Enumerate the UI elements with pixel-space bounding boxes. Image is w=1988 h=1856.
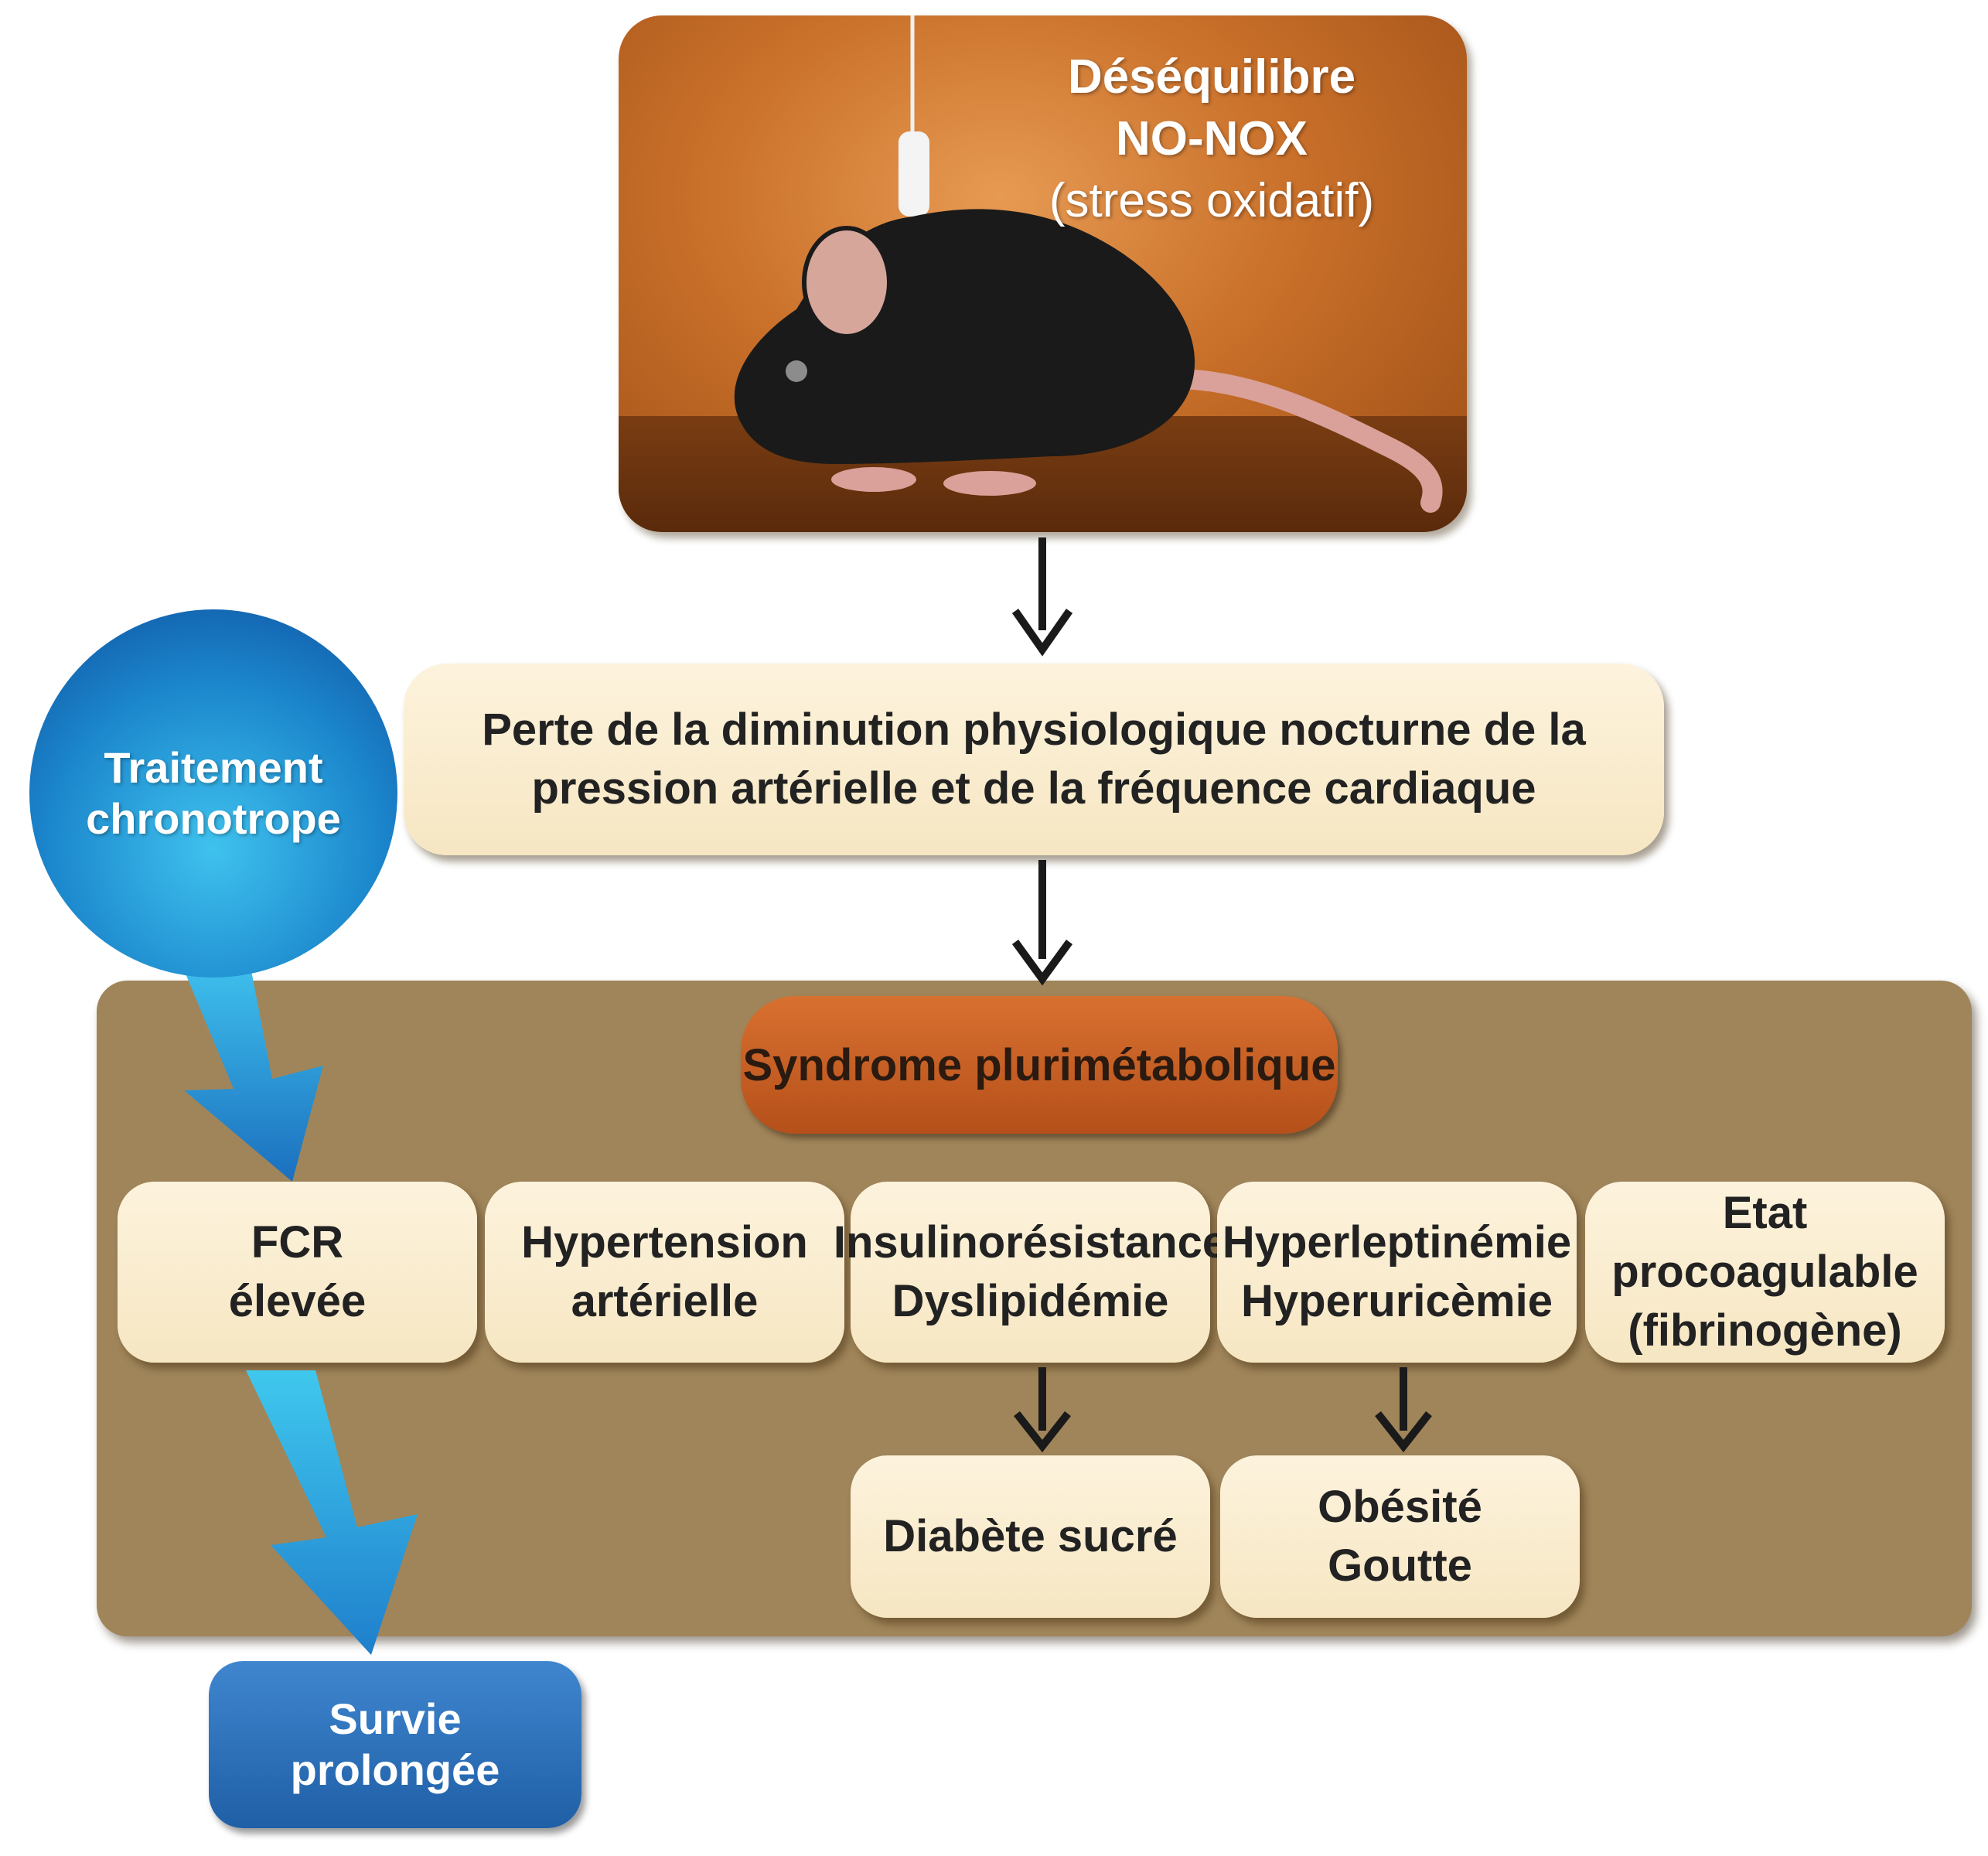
mouse-ear	[802, 226, 892, 339]
component-hyperleptinemia-line1: Hyperleptinémie	[1222, 1217, 1572, 1267]
component-box-procoagulable: Etat procoagulable (fibrinogène)	[1585, 1182, 1945, 1363]
outcome-obesity-line1: Obésité	[1318, 1482, 1482, 1532]
component-procoagulable-line2: procoagulable	[1611, 1247, 1918, 1297]
chronotrope-treatment-circle: Traitement chronotrope	[29, 609, 397, 977]
survival-line1: Survie	[329, 1694, 462, 1743]
outcome-box-diabetes: Diabète sucré	[851, 1455, 1210, 1618]
component-box-insulin: Insulinorésistance Dyslipidémie	[834, 1182, 1227, 1363]
component-fcr-line2: élevée	[228, 1276, 367, 1326]
syndrome-label: Syndrome plurimétabolique	[742, 1039, 1336, 1090]
mouse-tail	[1165, 369, 1443, 513]
component-fcr-line1: FCR	[251, 1217, 344, 1267]
loss-dipping-line1: Perte de la diminution physiologique noc…	[482, 705, 1586, 755]
survival-line2: prolongée	[290, 1745, 500, 1794]
outcome-diabetes-line1: Diabète sucré	[883, 1511, 1178, 1561]
imbalance-title-line2: NO-NOX	[1116, 112, 1308, 165]
component-procoagulable-line3: (fibrinogène)	[1628, 1305, 1902, 1356]
mouse-body	[734, 209, 1195, 464]
component-hypertension-line2: artérielle	[571, 1276, 759, 1326]
component-procoagulable-line1: Etat	[1722, 1188, 1808, 1238]
tether-connector	[899, 131, 929, 217]
loss-dipping-line2: pression artérielle et de la fréquence c…	[531, 763, 1536, 814]
component-insulin-line1: Insulinorésistance	[833, 1217, 1228, 1267]
mouse-hind-paw	[943, 471, 1036, 496]
treatment-line2: chronotrope	[86, 794, 341, 843]
imbalance-title: Déséquilibre NO-NOX (stress oxidatif)	[1011, 46, 1413, 232]
mouse-front-paw	[831, 467, 916, 492]
component-hypertension-line1: Hypertension	[521, 1217, 808, 1267]
mouse-illustration	[734, 15, 1443, 513]
outcome-box-obesity: Obésité Goutte	[1220, 1455, 1580, 1618]
syndrome-pill: Syndrome plurimétabolique	[741, 996, 1338, 1134]
treatment-line1: Traitement	[104, 743, 323, 792]
component-box-hypertension: Hypertension artérielle	[485, 1182, 844, 1363]
outcome-obesity-line2: Goutte	[1328, 1540, 1472, 1591]
component-insulin-line2: Dyslipidémie	[892, 1276, 1169, 1326]
imbalance-title-line1: Déséquilibre	[1067, 50, 1356, 104]
prolonged-survival-box: Survie prolongée	[209, 1661, 581, 1828]
imbalance-title-line3: (stress oxidatif)	[1049, 174, 1375, 227]
arrow-top-to-loss	[1011, 537, 1073, 657]
component-box-hyperleptinemia: Hyperleptinémie Hyperuricèmie	[1217, 1182, 1577, 1363]
component-hyperleptinemia-line2: Hyperuricèmie	[1241, 1276, 1553, 1326]
loss-dipping-box: Perte de la diminution physiologique noc…	[404, 664, 1664, 855]
arrow-loss-to-syndrome	[1011, 860, 1073, 986]
component-box-fcr: FCR élevée	[118, 1182, 477, 1363]
mouse-eye	[786, 360, 807, 382]
top-illustration-panel: Déséquilibre NO-NOX (stress oxidatif)	[619, 15, 1467, 532]
